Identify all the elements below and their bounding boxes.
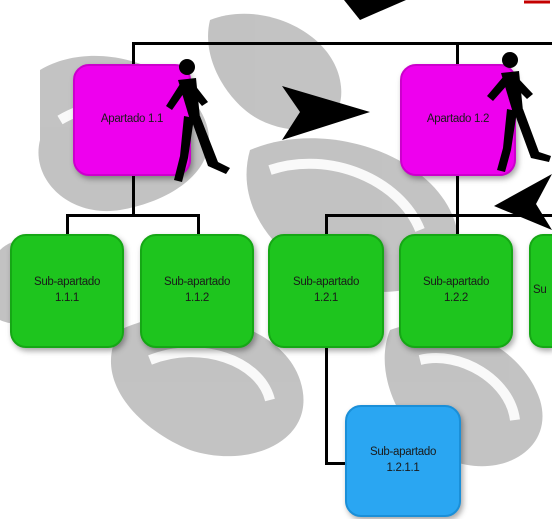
connector-top-horizontal bbox=[133, 42, 552, 45]
walking-person-icon bbox=[487, 52, 551, 172]
connector-a11-down bbox=[132, 176, 135, 216]
connector-to-s1211 bbox=[325, 462, 347, 465]
node-apartado-1-2[interactable]: Apartado 1.2 bbox=[400, 64, 516, 176]
node-sub-apartado-1-2-1[interactable]: Sub-apartado 1.2.1 bbox=[268, 234, 384, 348]
node-sub-apartado-1-2-1-1[interactable]: Sub-apartado 1.2.1.1 bbox=[345, 405, 461, 517]
connector-a12-down bbox=[456, 176, 459, 216]
node-label: Sub-apartado 1.2.1.1 bbox=[369, 446, 437, 474]
node-label: Sub-apartado 1.1.1 bbox=[33, 276, 101, 304]
node-sub-apartado-1-1-1[interactable]: Sub-apartado 1.1.1 bbox=[10, 234, 124, 348]
connector-to-s112 bbox=[197, 214, 200, 234]
arrow-pointer-icon bbox=[282, 86, 370, 140]
walking-person-icon bbox=[166, 59, 230, 182]
node-sub-apartado-1-1-2[interactable]: Sub-apartado 1.1.2 bbox=[140, 234, 254, 348]
arrow-pointer-icon bbox=[344, 0, 406, 20]
connector-to-s121 bbox=[325, 214, 328, 234]
connector-top-to-a12 bbox=[456, 42, 459, 64]
node-label: Su bbox=[533, 284, 547, 297]
node-apartado-1-1[interactable]: Apartado 1.1 bbox=[73, 64, 191, 176]
node-label: Apartado 1.1 bbox=[100, 113, 164, 126]
connector-a12-horizontal bbox=[325, 214, 552, 217]
node-label: Sub-apartado 1.2.2 bbox=[422, 276, 490, 304]
connector-to-s122 bbox=[456, 214, 459, 234]
arrow-pointer-icon bbox=[524, 0, 550, 4]
node-sub-apartado-partial[interactable]: Su bbox=[529, 234, 552, 348]
connector-top-to-a11 bbox=[132, 42, 135, 64]
arrow-pointer-icon bbox=[494, 174, 552, 230]
node-label: Sub-apartado 1.2.1 bbox=[292, 276, 360, 304]
connector-to-s111 bbox=[66, 214, 69, 234]
node-label: Sub-apartado 1.1.2 bbox=[163, 276, 231, 304]
node-label: Apartado 1.2 bbox=[426, 113, 490, 126]
connector-s121-down bbox=[325, 348, 328, 464]
node-sub-apartado-1-2-2[interactable]: Sub-apartado 1.2.2 bbox=[399, 234, 513, 348]
connector-a11-horizontal bbox=[66, 214, 200, 217]
